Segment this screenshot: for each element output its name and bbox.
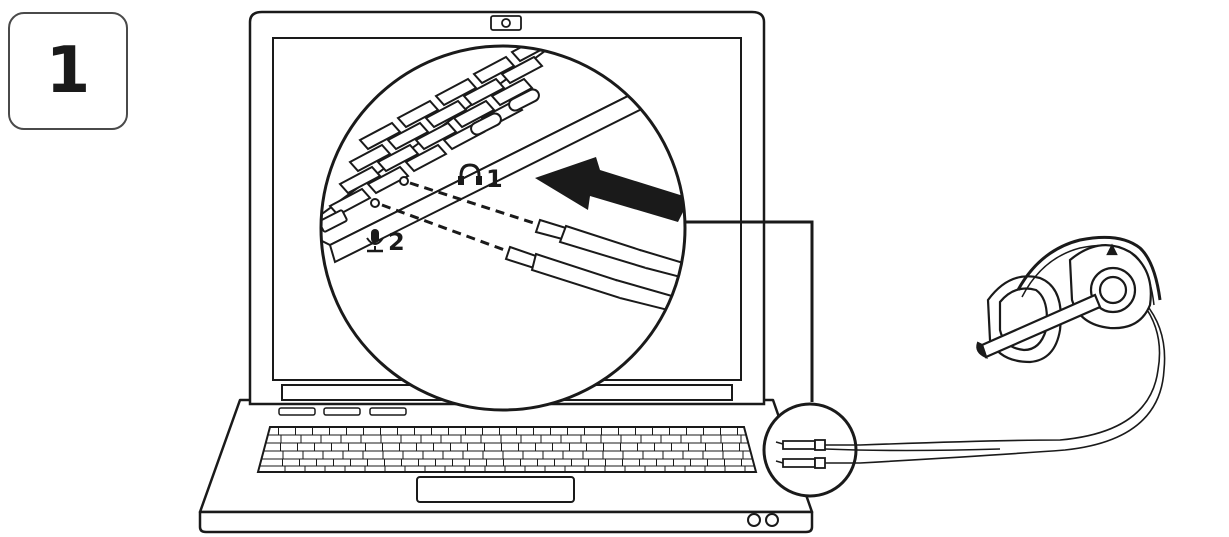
step-number: 1: [45, 34, 91, 108]
step-number-box: 1: [8, 12, 128, 130]
side-port-detail: [762, 402, 858, 498]
headset-cable: [824, 299, 1166, 464]
headphone-port-number: 1: [486, 165, 503, 193]
microphone-icon: [366, 229, 384, 253]
keyboard: [256, 426, 758, 473]
headphone-label: 1: [458, 163, 503, 193]
function-keys: [278, 407, 407, 416]
callout-connector: [685, 220, 814, 402]
zoom-callout: [319, 44, 687, 412]
headphone-jack-port: [399, 176, 409, 186]
mic-label: 2: [366, 228, 405, 256]
headphone-plug: [534, 218, 685, 284]
webcam-icon: [490, 15, 522, 31]
headphones-icon: [459, 163, 481, 184]
mic-port-number: 2: [388, 228, 405, 256]
front-buttons: [747, 513, 779, 527]
touchpad: [416, 476, 575, 503]
mic-jack-port: [370, 198, 380, 208]
headset: [976, 235, 1162, 364]
insert-arrow-icon: [535, 157, 685, 222]
